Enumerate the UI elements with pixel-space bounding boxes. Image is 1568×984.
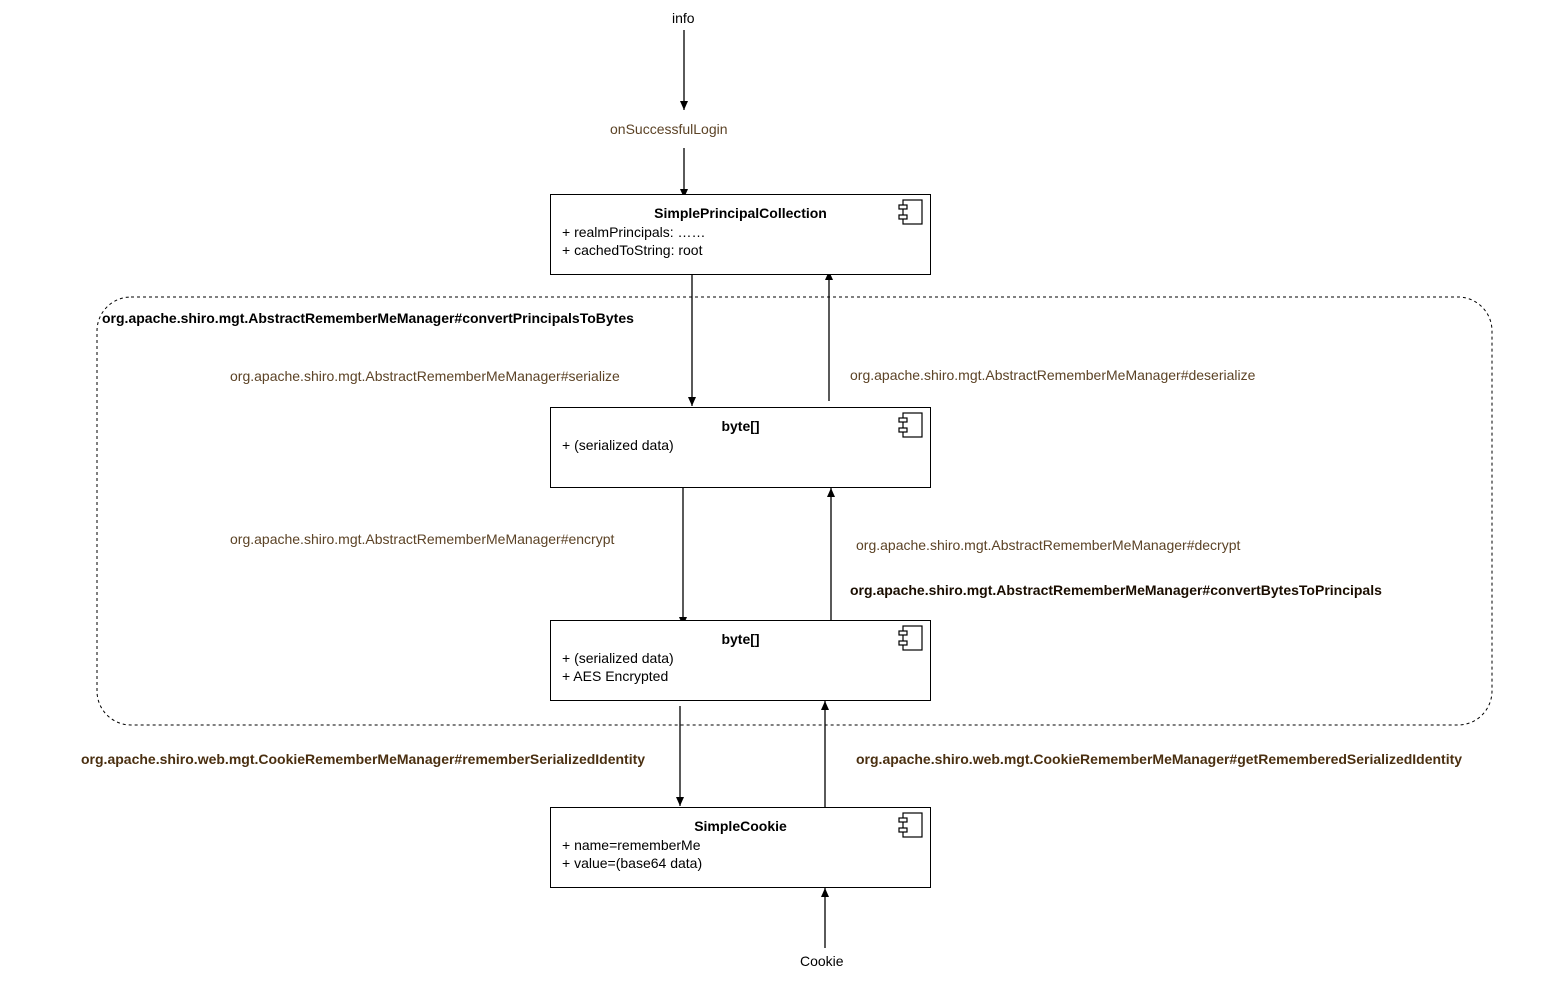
box-title: SimplePrincipalCollection — [654, 205, 827, 221]
edge-label-convert-bytes-to-principals: org.apache.shiro.mgt.AbstractRememberMeM… — [850, 582, 1382, 598]
box-attribute: + realmPrincipals: …… — [562, 224, 706, 240]
node-info: info — [672, 10, 695, 26]
box-attribute: + (serialized data) — [562, 437, 674, 453]
box-simple-principal-collection: SimplePrincipalCollection + realmPrincip… — [550, 194, 931, 275]
edge-label-remember-serialized-identity: org.apache.shiro.web.mgt.CookieRememberM… — [81, 751, 646, 767]
box-attribute: + name=rememberMe — [562, 837, 701, 853]
box-attribute: + (serialized data) — [562, 650, 674, 666]
box-attributes: + realmPrincipals: …… + cachedToString: … — [562, 223, 706, 259]
box-attribute: + AES Encrypted — [562, 668, 669, 684]
box-attributes: + (serialized data) + AES Encrypted — [562, 649, 674, 685]
edge-label-deserialize: org.apache.shiro.mgt.AbstractRememberMeM… — [850, 367, 1256, 383]
box-simple-cookie: SimpleCookie + name=rememberMe + value=(… — [550, 807, 931, 888]
group-label: org.apache.shiro.mgt.AbstractRememberMeM… — [102, 310, 634, 326]
node-on-successful-login: onSuccessfulLogin — [610, 121, 728, 137]
edge-label-get-remembered-serialized-identity: org.apache.shiro.web.mgt.CookieRememberM… — [856, 751, 1463, 767]
edge-label-encrypt: org.apache.shiro.mgt.AbstractRememberMeM… — [230, 531, 615, 547]
component-icon — [898, 625, 923, 651]
box-attributes: + (serialized data) — [562, 436, 674, 454]
box-serialized-bytes: byte[] + (serialized data) — [550, 407, 931, 488]
component-icon — [898, 412, 923, 438]
component-icon — [898, 812, 923, 838]
component-icon — [898, 199, 923, 225]
box-attribute: + value=(base64 data) — [562, 855, 703, 871]
box-title: SimpleCookie — [694, 818, 787, 834]
group-container — [96, 296, 1493, 726]
node-cookie: Cookie — [800, 953, 844, 969]
box-title: byte[] — [721, 631, 760, 647]
box-encrypted-bytes: byte[] + (serialized data) + AES Encrypt… — [550, 620, 931, 701]
box-title: byte[] — [721, 418, 760, 434]
edge-label-serialize: org.apache.shiro.mgt.AbstractRememberMeM… — [230, 368, 620, 384]
box-attribute: + cachedToString: root — [562, 242, 703, 258]
box-attributes: + name=rememberMe + value=(base64 data) — [562, 836, 702, 872]
edge-label-decrypt: org.apache.shiro.mgt.AbstractRememberMeM… — [856, 537, 1241, 553]
